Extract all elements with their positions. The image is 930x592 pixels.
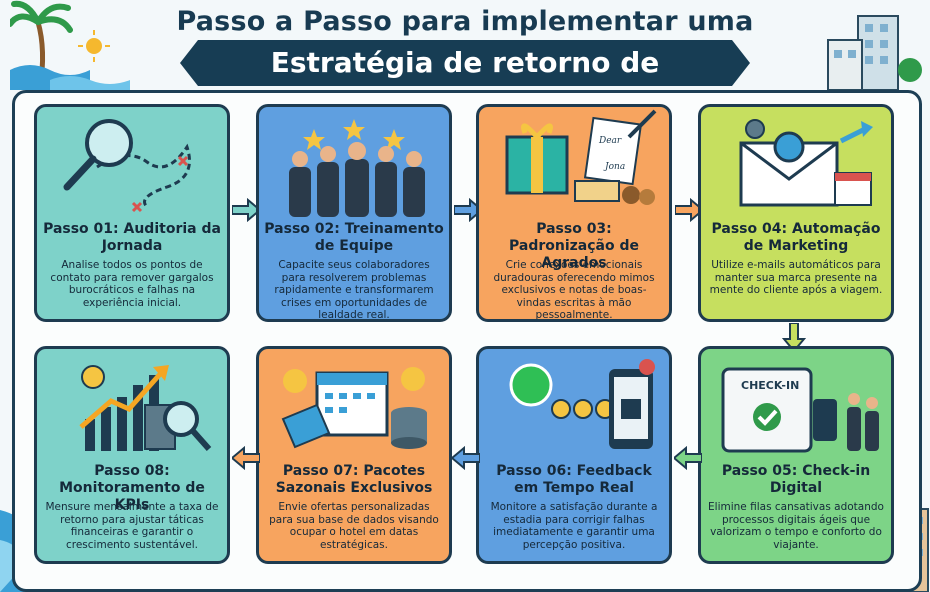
step-04-text: Utilize e-mails automáticos para manter … — [709, 259, 883, 297]
step-card-04: Passo 04: Automação de Marketing Utilize… — [698, 104, 894, 322]
step-card-01: Passo 01: Auditoria da Jornada Analise t… — [34, 104, 230, 322]
arrow-left-icon — [674, 446, 702, 470]
step-07-title: Passo 07: Pacotes Sazonais Exclusivos — [275, 463, 433, 496]
step-card-06: Passo 06: Feedback em Tempo Real Monitor… — [476, 346, 672, 564]
step-card-07: Passo 07: Pacotes Sazonais Exclusivos En… — [256, 346, 452, 564]
step-08-text: Mensure mensalmente a taxa de retorno pa… — [45, 501, 219, 551]
growth-chart-icon — [79, 365, 212, 451]
step-02-text: Capacite seus colaboradores para resolve… — [274, 259, 434, 322]
note-text-name: Jona — [603, 162, 625, 172]
calendar-tags-icon — [281, 367, 427, 449]
title-banner: Estratégia de retorno de hóspedes — [180, 40, 750, 125]
step-04-title: Passo 04: Automação de Marketing — [711, 221, 881, 254]
team-icon — [289, 119, 425, 217]
step-02-title: Passo 02: Treinamento de Equipe — [264, 221, 444, 254]
arrow-right-icon — [675, 198, 703, 222]
step-06-text: Monitore a satisfação durante a estadia … — [490, 501, 658, 551]
step-03-text: Crie conexões emocionais duradouras ofer… — [493, 259, 655, 322]
step-08-title: Passo 08: Monitoramento de KPIs — [59, 463, 205, 513]
arrow-right-icon — [232, 198, 260, 222]
step-card-05: CHECK-IN Passo 05: Check-in Digital Elim… — [698, 346, 894, 564]
buildings-right-icon — [827, 15, 922, 90]
arrow-left-icon — [452, 446, 480, 470]
step-card-03: Dear Jona Passo 03: Padronização de Agra… — [476, 104, 672, 322]
step-05-title: Passo 05: Check-in Digital — [721, 463, 871, 496]
email-gear-icon — [739, 119, 873, 207]
note-text-dear: Dear — [598, 136, 622, 146]
step-01-title: Passo 01: Auditoria da Jornada — [43, 221, 221, 254]
step-07-text: Envie ofertas personalizadas para sua ba… — [269, 501, 439, 551]
gift-icon: Dear Jona — [505, 109, 657, 205]
step-06-title: Passo 06: Feedback em Tempo Real — [496, 463, 652, 496]
step-01-text: Analise todos os pontos de contato para … — [50, 259, 214, 309]
palm-tree-left-icon — [10, 0, 130, 90]
step-03-title: Passo 03: Padronização de Agrados — [509, 221, 639, 271]
step-card-08: Passo 08: Monitoramento de KPIs Mensure … — [34, 346, 230, 564]
magnifier-icon — [63, 119, 191, 213]
sun-icon — [78, 30, 110, 62]
page-title: Passo a Passo para implementar uma — [176, 6, 754, 37]
arrow-left-icon — [232, 446, 260, 470]
checkin-kiosk-icon: CHECK-IN — [721, 367, 879, 453]
checkin-label: CHECK-IN — [741, 379, 799, 392]
step-card-02: Passo 02: Treinamento de Equipe Capacite… — [256, 104, 452, 322]
phone-feedback-icon — [509, 359, 655, 449]
arrow-down-icon — [782, 323, 806, 351]
step-05-text: Elimine filas cansativas adotando proces… — [708, 501, 884, 551]
